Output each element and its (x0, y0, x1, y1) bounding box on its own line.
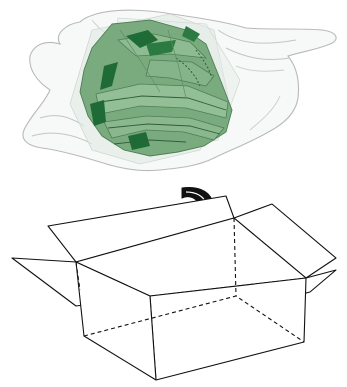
box-front-face (150, 278, 306, 380)
open-box-icon (12, 196, 336, 380)
